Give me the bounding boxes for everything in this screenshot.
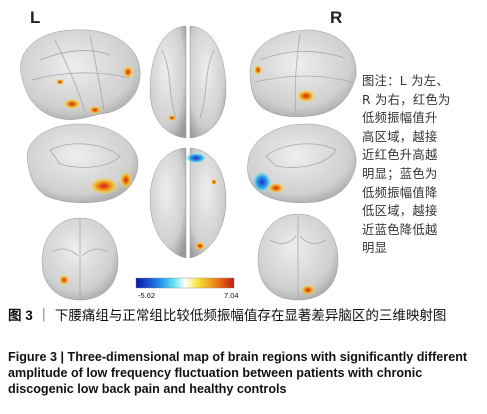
note-line: 低频振幅值降 xyxy=(362,185,438,200)
note-line: 低频振幅值升 xyxy=(362,111,438,126)
figure-number-cn: 图 3 xyxy=(8,308,33,323)
note-line: R 为右，红色为 xyxy=(362,92,451,107)
brain-renderings xyxy=(20,25,357,301)
caption-english: Figure 3 | Three-dimensional map of brai… xyxy=(8,349,484,397)
colorbar-max-label: 7.04 xyxy=(224,291,239,300)
figure-number-en: Figure 3 xyxy=(8,350,57,364)
note-line: 低区域，越接 xyxy=(362,204,438,219)
figure-note: 图注：L 为左、 R 为右，红色为 低频振幅值升 高区域，越接 近红色升高越 明… xyxy=(362,72,480,258)
caption-text-cn: 下腰痛组与正常组比较低频振幅值存在显著差异脑区的三维映射图 xyxy=(54,308,447,324)
right-hemisphere-label: R xyxy=(330,8,343,27)
left-medial-brain xyxy=(26,123,139,203)
note-line: 高区域，越接 xyxy=(362,129,438,144)
colorbar-min-label: -5.62 xyxy=(138,291,156,300)
posterior-brain-view xyxy=(257,213,339,301)
note-line: 明显；蓝色为 xyxy=(362,166,438,181)
colorbar xyxy=(135,277,235,289)
right-medial-brain xyxy=(247,123,357,203)
note-line: 近蓝色降低越 xyxy=(362,222,438,237)
left-lateral-brain xyxy=(20,29,141,120)
anterior-brain-view xyxy=(41,217,119,301)
superior-brain-view xyxy=(149,25,227,139)
caption-chinese: 图 3 ｜ 下腰痛组与正常组比较低频振幅值存在显著差异脑区的三维映射图 xyxy=(8,306,484,326)
note-line: 近红色升高越 xyxy=(362,148,438,163)
caption-text-en: Three-dimensional map of brain regions w… xyxy=(8,350,468,396)
caption-separator: ｜ xyxy=(37,308,51,324)
right-lateral-brain xyxy=(249,29,357,117)
left-hemisphere-label: L xyxy=(30,8,41,27)
caption-separator-en: | xyxy=(60,350,65,364)
note-line: 图注：L 为左、 xyxy=(362,74,449,88)
note-line: 明显 xyxy=(362,241,388,256)
brain-figure: L R xyxy=(20,8,480,301)
inferior-brain-view xyxy=(149,147,227,259)
